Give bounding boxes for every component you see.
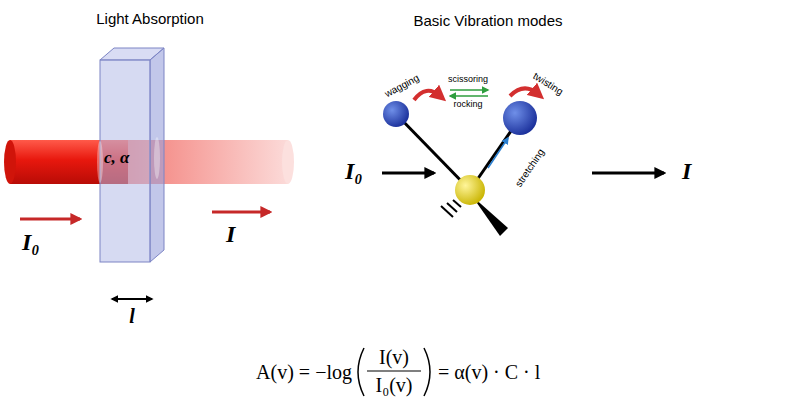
panel-title: Basic Vibration modes	[414, 12, 563, 30]
beam-end	[4, 140, 16, 184]
beam-end	[282, 140, 294, 184]
atom	[503, 101, 537, 135]
vibration-label: stretching	[513, 147, 547, 190]
parenthesis	[358, 348, 364, 396]
atom	[455, 175, 485, 205]
intensity-symbol: I₀	[345, 157, 363, 186]
vibration-label: rocking	[453, 99, 482, 110]
atom	[383, 101, 409, 127]
parameter-label: c, α	[104, 148, 129, 168]
intensity-arrow	[20, 218, 80, 221]
formula-denominator: I₀(v)	[376, 373, 413, 397]
formula-part: A(v) = −log	[256, 360, 352, 384]
intensity-symbol: I	[682, 157, 691, 186]
formula-numerator: I(v)	[379, 345, 409, 369]
cuvette-side	[150, 48, 164, 262]
wagging-arrow	[414, 91, 440, 100]
formula-part: = α(v) · C · l	[438, 360, 540, 384]
stretching-arrow	[488, 138, 508, 168]
cuvette-window	[97, 141, 103, 183]
path-length-arrow	[112, 298, 152, 300]
intensity-arrow	[212, 211, 270, 214]
vibration-label: scissoring	[448, 74, 488, 85]
panel-title: Light Absorption	[96, 10, 204, 28]
intensity-symbol: I₀	[22, 228, 40, 257]
rocking-arrow	[450, 95, 488, 97]
intensity-symbol: I	[226, 220, 235, 249]
twisting-arrow	[510, 88, 538, 96]
bond	[396, 114, 470, 190]
length-symbol: l	[129, 304, 135, 328]
flow-arrow	[592, 172, 664, 175]
scissoring-arrow	[450, 89, 488, 91]
flow-arrow	[382, 172, 434, 175]
cuvette-window	[154, 137, 160, 179]
cuvette-front	[100, 60, 150, 262]
fraction-bar	[367, 370, 421, 371]
parenthesis	[424, 348, 430, 396]
